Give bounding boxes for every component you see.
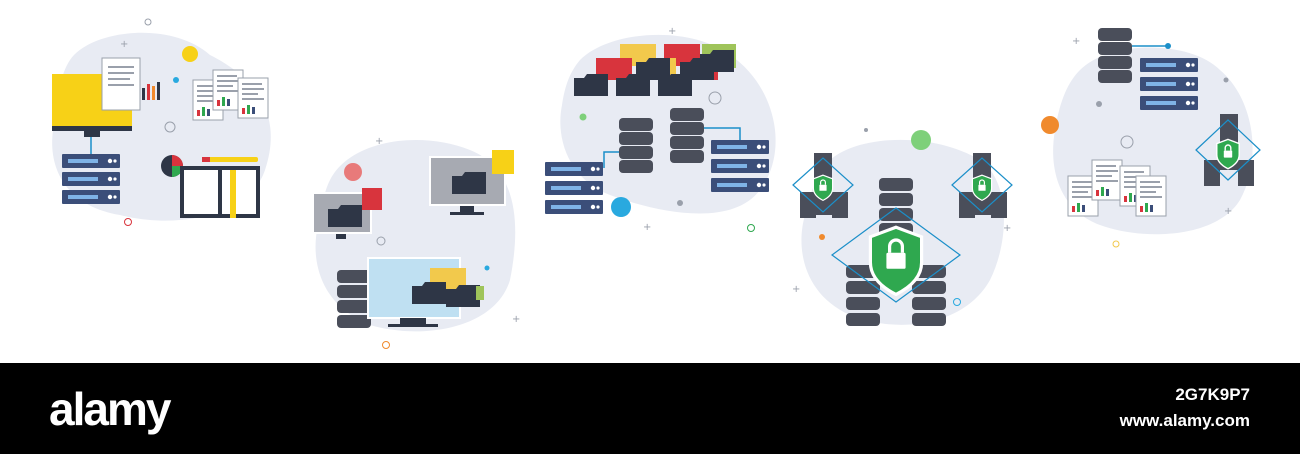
pie-chart-icon [161, 155, 183, 177]
site-url: www.alamy.com [1119, 411, 1250, 430]
server-group-right-icon [951, 153, 1013, 218]
sparkle-icon: + [643, 222, 651, 233]
server-rack-icon [62, 154, 120, 204]
monitor-right-icon [429, 150, 514, 215]
illustration-protected-server-reports [1041, 28, 1261, 248]
illustration-folder-server-network [545, 34, 776, 232]
sparkle-icon: + [120, 39, 128, 50]
folder-cluster-icon [574, 44, 736, 96]
illustration-secure-database-shield [792, 128, 1013, 326]
coin-icon [182, 46, 198, 62]
sparkle-icon: + [512, 314, 520, 325]
protected-server-group-icon [1195, 114, 1261, 186]
server-rack-left-icon [545, 162, 603, 214]
server-rack-icon [1140, 58, 1198, 110]
sparkle-icon: + [1224, 206, 1232, 217]
sparkles: + + + + + + + + + [120, 26, 1232, 325]
notebook-icon [180, 157, 260, 218]
brand-logo: alamy [49, 383, 171, 435]
sparkle-icon: + [792, 284, 800, 295]
sparkle-icon: + [1003, 223, 1011, 234]
image-id: 2G7K9P7 [1175, 385, 1250, 404]
illustration-strip: + + + + + + + + + [52, 18, 1261, 349]
monitor-left-icon [312, 188, 382, 239]
illustration-file-sharing-monitors [312, 140, 516, 349]
bar-chart-icon [142, 82, 160, 100]
server-group-left-icon [792, 153, 854, 218]
server-rack-right-icon [711, 140, 769, 192]
illustration-data-storage-documents [52, 18, 271, 226]
monitor-large-icon [367, 257, 484, 327]
sparkle-icon: + [375, 136, 383, 147]
watermark-footer: alamy 2G7K9P7 www.alamy.com [0, 363, 1300, 454]
sparkle-icon: + [1072, 36, 1080, 47]
sparkle-icon: + [668, 26, 676, 37]
